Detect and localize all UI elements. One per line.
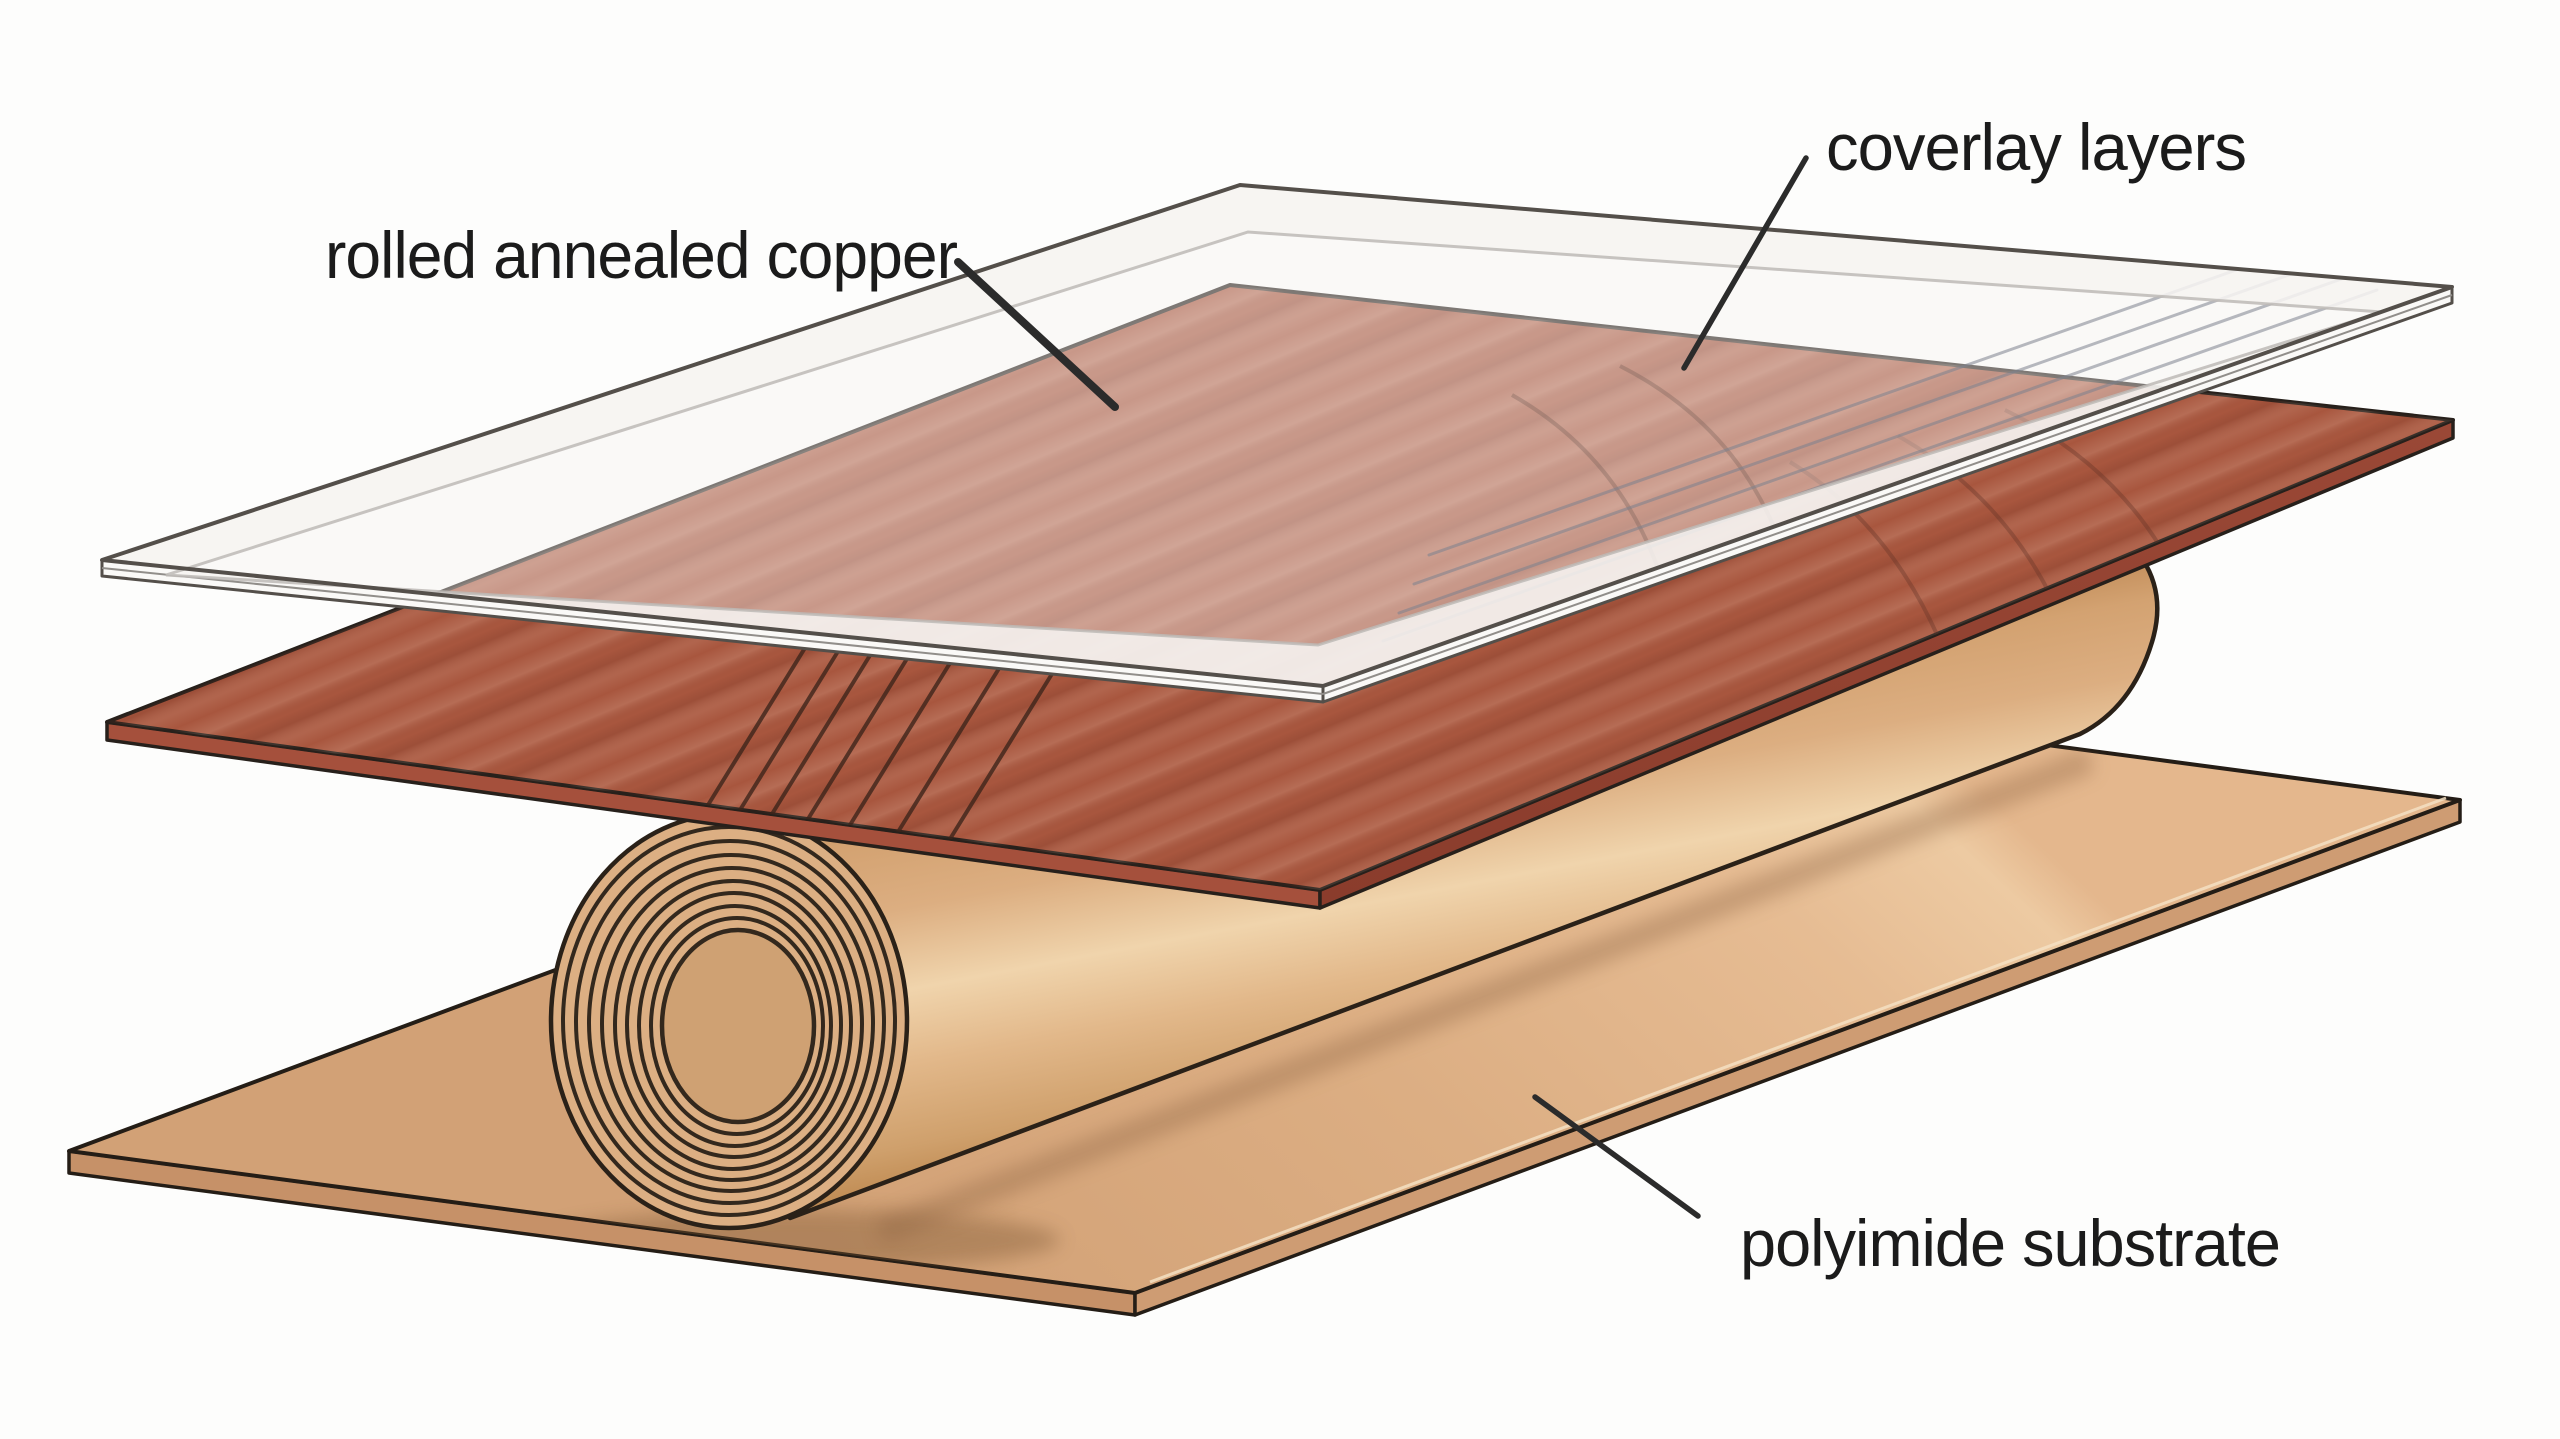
coverlay-layer-edge-line [1412,263,2319,586]
rolled-annealed-copper [105,283,2455,910]
spiral-ring [613,879,853,1171]
spiral-ring [649,916,825,1136]
copper-leader-line [954,258,1119,411]
coverlay [100,183,2454,704]
label-polyimide-substrate: polyimide substrate [1740,1206,2280,1280]
spiral-ring [625,891,843,1159]
cylinder-cast-shadow [875,747,2095,1245]
spiral-ring [637,904,833,1148]
coverlay-leader-line [1681,155,1809,371]
coverlay-layer-edge-line [1427,250,2289,557]
substrate-edge-highlight [1149,796,2447,1284]
spiral-ring [587,853,875,1193]
spiral-ring [600,866,864,1182]
label-rolled-annealed-copper: rolled annealed copper [325,218,957,292]
coverlay-top-face [102,185,2452,686]
polyimide-roll [548,557,2160,1231]
roll-cylinder-body [712,557,2160,1221]
coverlay-outline [100,183,2454,688]
label-coverlay-layers: coverlay layers [1826,110,2246,184]
coverlay-layer-split-line [1322,294,2453,695]
coverlay-layer-split-line [101,567,1324,695]
substrate-leader-line [1532,1094,1701,1219]
copper-grain-texture [107,285,2453,890]
roll-center-hole [659,927,817,1125]
coverlay-bevel-frame [102,185,2452,686]
coverlay-layer-edge-line [1397,275,2349,615]
spiral-ring [574,839,886,1205]
